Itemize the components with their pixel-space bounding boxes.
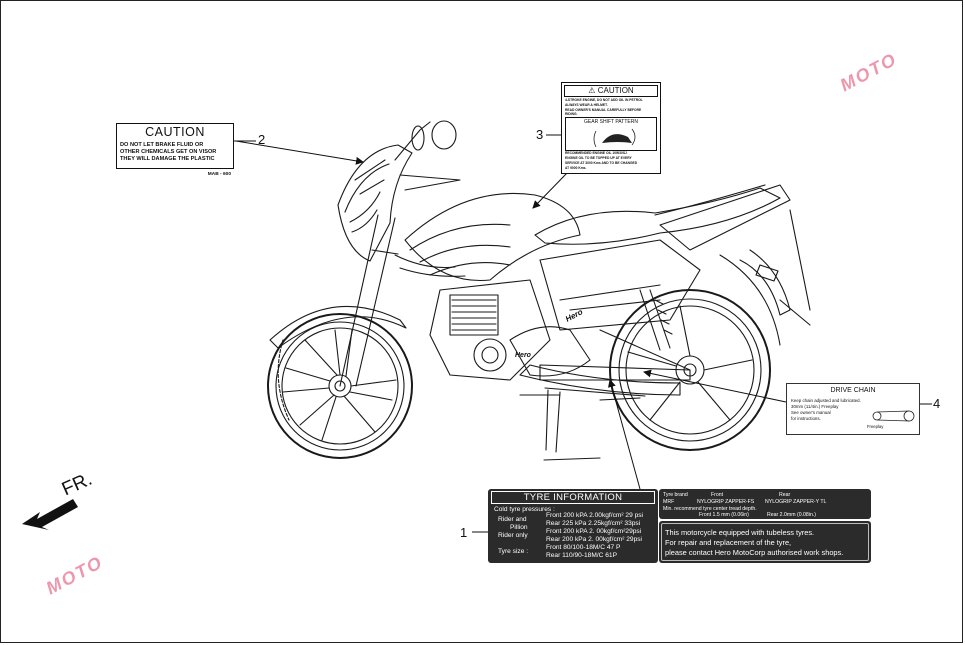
tyre-size-label: Tyre size : — [498, 548, 529, 555]
caution-engine-row: ENGINE OIL TO BE TOPPED UP AT EVERY — [565, 156, 632, 160]
tubeless-notice-line: This motorcycle equipped with tubeless t… — [665, 528, 815, 537]
caution-visor-title: CAUTION — [145, 125, 205, 139]
caution-engine-row: ALWAYS WEAR A HELMET. — [565, 103, 608, 107]
direction-arrow — [22, 499, 78, 530]
caution-visor-line: THEY WILL DAMAGE THE PLASTIC — [120, 156, 215, 162]
caution-engine-title: CAUTION — [597, 86, 634, 95]
caution-engine-row: READ OWNER'S MANUAL CAREFULLY BEFORE — [565, 108, 642, 112]
gear-shift-title: GEAR SHIFT PATTERN — [584, 119, 638, 125]
tubeless-notice-border — [661, 523, 869, 561]
callout-4: 4 — [933, 396, 941, 411]
caution-engine-label: ⚠ CAUTION 4-STROKE ENGINE, DO NOT ADD OI… — [561, 82, 661, 174]
drive-chain-line: 30mm (11/4in.) Freeplay — [791, 404, 839, 409]
gear-shift-icon — [593, 128, 636, 148]
tyre-front-model: NYLOGRIP ZAPPER-FS — [697, 499, 755, 505]
callout-3-leader — [546, 134, 561, 136]
tyre-value: Front 80/100-18M/C 47 P — [546, 544, 621, 551]
caution-engine-row: RECOMMENDED ENGINE OIL 10W30SJ — [565, 151, 627, 155]
tyre-value: Front 200 kPA 2.00kgf/cm² 29 psi — [546, 512, 643, 519]
caution-engine-row: AT 9000 Kms. — [565, 166, 587, 170]
drive-chain-freeplay: Freeplay — [867, 424, 884, 429]
tyre-rider-only: Rider only — [498, 532, 528, 539]
callout-3: 3 — [536, 127, 544, 142]
tyre-information-panel: TYRE INFORMATION Cold tyre pressures : R… — [488, 489, 658, 563]
tyre-front-label: Front — [711, 492, 724, 498]
engine-brand-badge: Hero — [515, 352, 531, 359]
tubeless-notice-panel: This motorcycle equipped with tubeless t… — [659, 521, 871, 563]
caution-visor-code: MAB - 600 — [207, 172, 231, 177]
caution-visor-label: CAUTION DO NOT LET BRAKE FLUID OR OTHER … — [116, 123, 234, 177]
caution-visor-line: OTHER CHEMICALS GET ON VISOR — [120, 149, 217, 155]
tyre-cold-label: Cold tyre pressures : — [494, 506, 555, 513]
chain-icon — [872, 410, 915, 422]
tyre-value: Rear 200 kPa 2. 00kgf/cm² 29psi — [546, 536, 643, 543]
tyre-value: Rear 110/90-18M/C 61P — [546, 552, 617, 559]
tyre-rear-model: NYLOGRIP ZAPPER-Y TL — [765, 499, 827, 505]
tubeless-notice-line: please contact Hero MotoCorp authorised … — [665, 548, 844, 557]
caution-engine-row: SERVICE AT 3000 Kms AND TO BE CHANGED — [565, 161, 638, 165]
caution-engine-header: ⚠ CAUTION — [564, 85, 658, 97]
gear-shift-pattern-box: GEAR SHIFT PATTERN — [565, 117, 657, 151]
drive-chain-title: DRIVE CHAIN — [830, 387, 876, 394]
tyre-front-depth: Front 1.5 mm (0.06in) — [699, 512, 749, 518]
tyre-maker: MRF — [663, 499, 675, 505]
drive-chain-line: Keep chain adjusted and lubricated. — [791, 398, 861, 403]
tyre-brand-label: Tyre brand — [663, 492, 688, 498]
tyre-min-depth: Min. recommend tyre center tread depth. — [663, 506, 757, 512]
tyre-information-title: TYRE INFORMATION — [491, 491, 655, 504]
tyre-rear-label: Rear — [779, 492, 791, 498]
front-wheel — [267, 313, 413, 459]
tyre-value: Front 200 kPA 2. 00kgf/cm²29psi — [546, 528, 642, 535]
tyre-brand-panel: Tyre brand Front Rear MRF NYLOGRIP ZAPPE… — [659, 489, 871, 519]
callout-2-leader — [234, 140, 256, 142]
tubeless-notice-line: For repair and replacement of the tyre, — [665, 538, 792, 547]
tyre-rider-pillion: Pillion — [510, 524, 528, 531]
caution-visor-line: DO NOT LET BRAKE FLUID OR — [120, 142, 204, 148]
tyre-rider-pillion: Rider and — [498, 516, 527, 523]
drive-chain-line: for instructions. — [791, 416, 821, 421]
rear-wheel — [609, 289, 771, 451]
callout-2: 2 — [258, 132, 266, 147]
drive-chain-label: DRIVE CHAIN Keep chain adjusted and lubr… — [786, 383, 920, 435]
caution-engine-row: 4-STROKE ENGINE, DO NOT ADD OIL IN PETRO… — [565, 98, 643, 102]
drive-chain-line: See owner's manual — [791, 410, 831, 415]
tyre-value: Rear 225 kPa 2.25kgf/cm² 33psi — [546, 520, 641, 527]
tyre-rear-depth: Rear 2.0mm (0.08in.) — [767, 512, 817, 518]
callout-1: 1 — [460, 525, 468, 540]
caution-engine-row: RIDING. — [565, 112, 578, 116]
